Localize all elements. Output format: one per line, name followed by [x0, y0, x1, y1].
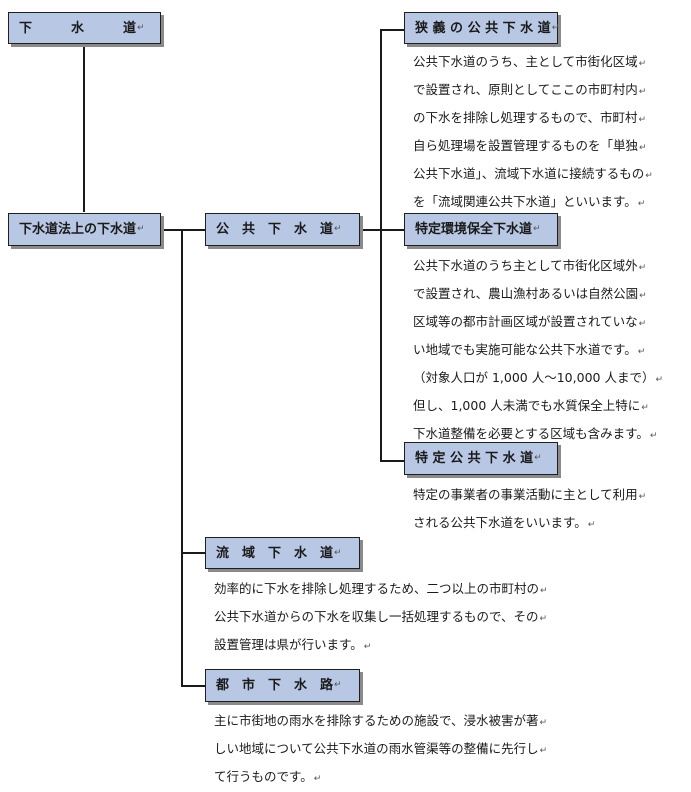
return-mark-icon: ↵	[638, 59, 647, 69]
return-mark-icon: ↵	[638, 319, 647, 329]
return-mark-icon: ↵	[638, 263, 647, 273]
connector-to-tokutei-kokyo	[380, 460, 404, 462]
desc-kyogi-line: 公共下水道のうち、主として市街化区域	[413, 54, 638, 69]
node-hojo-label: 下水道法上の下水道	[19, 222, 137, 237]
desc-ryuiki-line: 効率的に下水を排除し処理するため、二つ以上の市町村の	[214, 581, 540, 596]
desc-toshi-line: 主に市街地の雨水を排除するための施設で、浸水被害が著	[214, 713, 539, 728]
return-mark-icon: ↵	[641, 403, 649, 413]
desc-ryuiki-line: 設置管理は県が行います。	[214, 637, 363, 652]
connector-trunk-vertical	[181, 229, 183, 686]
desc-toshi-line: て行うものです。	[214, 769, 313, 784]
desc-kyogi-line: の下水を排除し処理するもので、市町村	[413, 110, 638, 125]
node-tokutei-kankyo-label: 特定環境保全下水道	[415, 222, 533, 237]
return-mark-icon: ↵	[334, 224, 342, 234]
desc-tokutei-kokyo-line: される公共下水道をいいます。	[413, 515, 587, 530]
return-mark-icon: ↵	[638, 87, 647, 97]
node-ryuiki: 流 域 下 水 道↵	[205, 537, 360, 569]
node-tokutei-kokyo-label: 特 定 公 共 下 水 道	[415, 451, 534, 466]
return-mark-icon: ↵	[637, 199, 646, 209]
connector-to-kyogi	[380, 29, 404, 31]
return-mark-icon: ↵	[639, 291, 647, 301]
desc-kyogi-line: で設置され、原則としてここの市町村内	[413, 82, 638, 97]
desc-toshi: 主に市街地の雨水を排除するための施設で、浸水被害が著↵ しい地域について公共下水…	[214, 708, 547, 792]
return-mark-icon: ↵	[587, 520, 596, 530]
return-mark-icon: ↵	[534, 453, 542, 463]
return-mark-icon: ↵	[334, 547, 342, 558]
connector-kokyo-branch	[359, 229, 381, 231]
connector-to-ryuiki	[181, 552, 205, 554]
return-mark-icon: ↵	[137, 224, 145, 234]
desc-tokutei-kokyo-line: 特定の事業者の事業活動に主として利用	[413, 487, 638, 502]
node-gesuido: 下 水 道↵	[8, 12, 161, 44]
return-mark-icon: ↵	[533, 224, 541, 234]
desc-kyogi: 公共下水道のうち、主として市街化区域↵ で設置され、原則としてここの市町村内↵ …	[413, 49, 653, 217]
node-kokyo: 公 共 下 水 道↵	[205, 213, 360, 246]
desc-tokutei-kankyo: 公共下水道のうち主として市街化区域外↵ で設置され、農山漁村あるいは自然公園↵ …	[413, 253, 663, 449]
connector-to-tokutei-kankyo	[380, 229, 404, 231]
return-mark-icon: ↵	[313, 774, 322, 784]
desc-kyogi-line: 自ら処理場を設置管理するものを「単独	[413, 138, 639, 153]
return-mark-icon: ↵	[334, 680, 342, 690]
return-mark-icon: ↵	[551, 22, 560, 33]
desc-tokutei-kankyo-line: で設置され、農山漁村あるいは自然公園	[413, 286, 639, 301]
return-mark-icon: ↵	[540, 586, 548, 596]
return-mark-icon: ↵	[363, 642, 372, 652]
desc-ryuiki-line: 公共下水道からの下水を収集し一括処理するもので、その	[214, 609, 539, 624]
desc-kyogi-line: 公共下水道」、流域下水道に接続するもの	[413, 166, 645, 181]
node-hojo: 下水道法上の下水道↵	[8, 213, 161, 246]
desc-tokutei-kankyo-line: 公共下水道のうち主として市街化区域外	[413, 258, 638, 273]
return-mark-icon: ↵	[655, 375, 663, 385]
node-ryuiki-label: 流 域 下 水 道	[216, 545, 334, 561]
node-kokyo-label: 公 共 下 水 道	[216, 222, 334, 237]
desc-tokutei-kankyo-line: （対象人口が 1,000 人～10,000 人まで）	[413, 370, 655, 385]
node-tokutei-kokyo: 特 定 公 共 下 水 道↵	[404, 442, 558, 475]
node-toshi-label: 都 市 下 水 路	[216, 678, 334, 693]
desc-kyogi-line: を「流域関連公共下水道」といいます。	[413, 194, 637, 209]
node-tokutei-kankyo: 特定環境保全下水道↵	[404, 213, 558, 246]
return-mark-icon: ↵	[639, 143, 647, 153]
return-mark-icon: ↵	[649, 431, 658, 441]
return-mark-icon: ↵	[539, 746, 548, 756]
desc-tokutei-kankyo-line: 区域等の都市計画区域が設置されていな	[413, 314, 638, 329]
return-mark-icon: ↵	[645, 171, 653, 181]
return-mark-icon: ↵	[137, 22, 145, 33]
desc-tokutei-kankyo-line: い地域でも実施可能な公共下水道です。	[413, 342, 637, 357]
node-toshi: 都 市 下 水 路↵	[205, 669, 360, 702]
desc-tokutei-kokyo: 特定の事業者の事業活動に主として利用↵ される公共下水道をいいます。↵	[413, 482, 646, 538]
desc-tokutei-kankyo-line: 但し、1,000 人未満でも水質保全上特に	[413, 398, 641, 413]
node-kyogi: 狭 義 の 公 共 下 水 道↵	[404, 12, 560, 44]
connector-gesuido-hojo	[83, 44, 85, 212]
return-mark-icon: ↵	[638, 115, 647, 125]
desc-tokutei-kankyo-line: 下水道整備を必要とする区域も含みます。	[413, 426, 649, 441]
return-mark-icon: ↵	[539, 614, 548, 624]
return-mark-icon: ↵	[637, 347, 646, 357]
return-mark-icon: ↵	[638, 492, 647, 502]
desc-toshi-line: しい地域について公共下水道の雨水管渠等の整備に先行し	[214, 741, 539, 756]
node-gesuido-label: 下 水 道	[19, 20, 137, 36]
connector-to-toshi	[181, 685, 205, 687]
connector-branch-vertical	[380, 29, 382, 461]
return-mark-icon: ↵	[539, 718, 548, 728]
desc-ryuiki: 効率的に下水を排除し処理するため、二つ以上の市町村の↵ 公共下水道からの下水を収…	[214, 576, 548, 660]
node-kyogi-label: 狭 義 の 公 共 下 水 道	[415, 20, 551, 36]
